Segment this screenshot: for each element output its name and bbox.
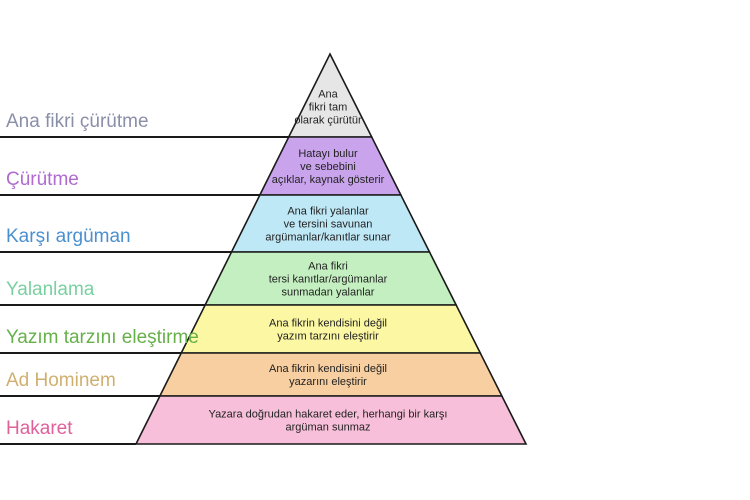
tier-description-line: argümanlar/kanıtlar sunar [265,232,391,244]
tier-description-line: Ana fikri yalanlar [287,206,369,218]
tier-description-line: Ana fikri [308,261,348,273]
tier-description-line: Ana fikrin kendisini değil [269,363,387,375]
tier-description-line: argüman sunmaz [286,422,371,434]
level-label: Çürütme [6,169,79,190]
level-label: Yalanlama [6,279,95,300]
tier-description-line: yazarını eleştirir [289,376,367,388]
pyramid-tiers [134,52,528,445]
tier-description-line: ve sebebini [300,161,356,173]
level-separator-lines [0,136,289,445]
pyramid-tier-7 [134,395,528,445]
tier-description-line: olarak çürütür [294,115,362,127]
level-label: Ana fikri çürütme [6,111,149,132]
tier-description-line: Yazara doğrudan hakaret eder, herhangi b… [209,409,448,421]
tier-description-line: Hatayı bulur [298,148,358,160]
tier-description-line: sunmadan yalanlar [282,287,375,299]
tier-description-line: Ana [318,89,338,101]
level-label: Yazım tarzını eleştirme [6,327,199,348]
tier-description-line: tersi kanıtlar/argümanlar [269,274,388,286]
tier-description-line: açıklar, kaynak gösterir [272,174,385,186]
tier-description-line: yazım tarzını eleştirir [277,331,379,343]
level-label: Ad Hominem [6,370,116,391]
tier-description-line: fikri tam [309,102,348,114]
level-label: Hakaret [6,418,73,439]
tier-description-line: Ana fikrin kendisini değil [269,318,387,330]
tier-description-line: ve tersini savunan [284,219,373,231]
level-label: Karşı argüman [6,226,131,247]
